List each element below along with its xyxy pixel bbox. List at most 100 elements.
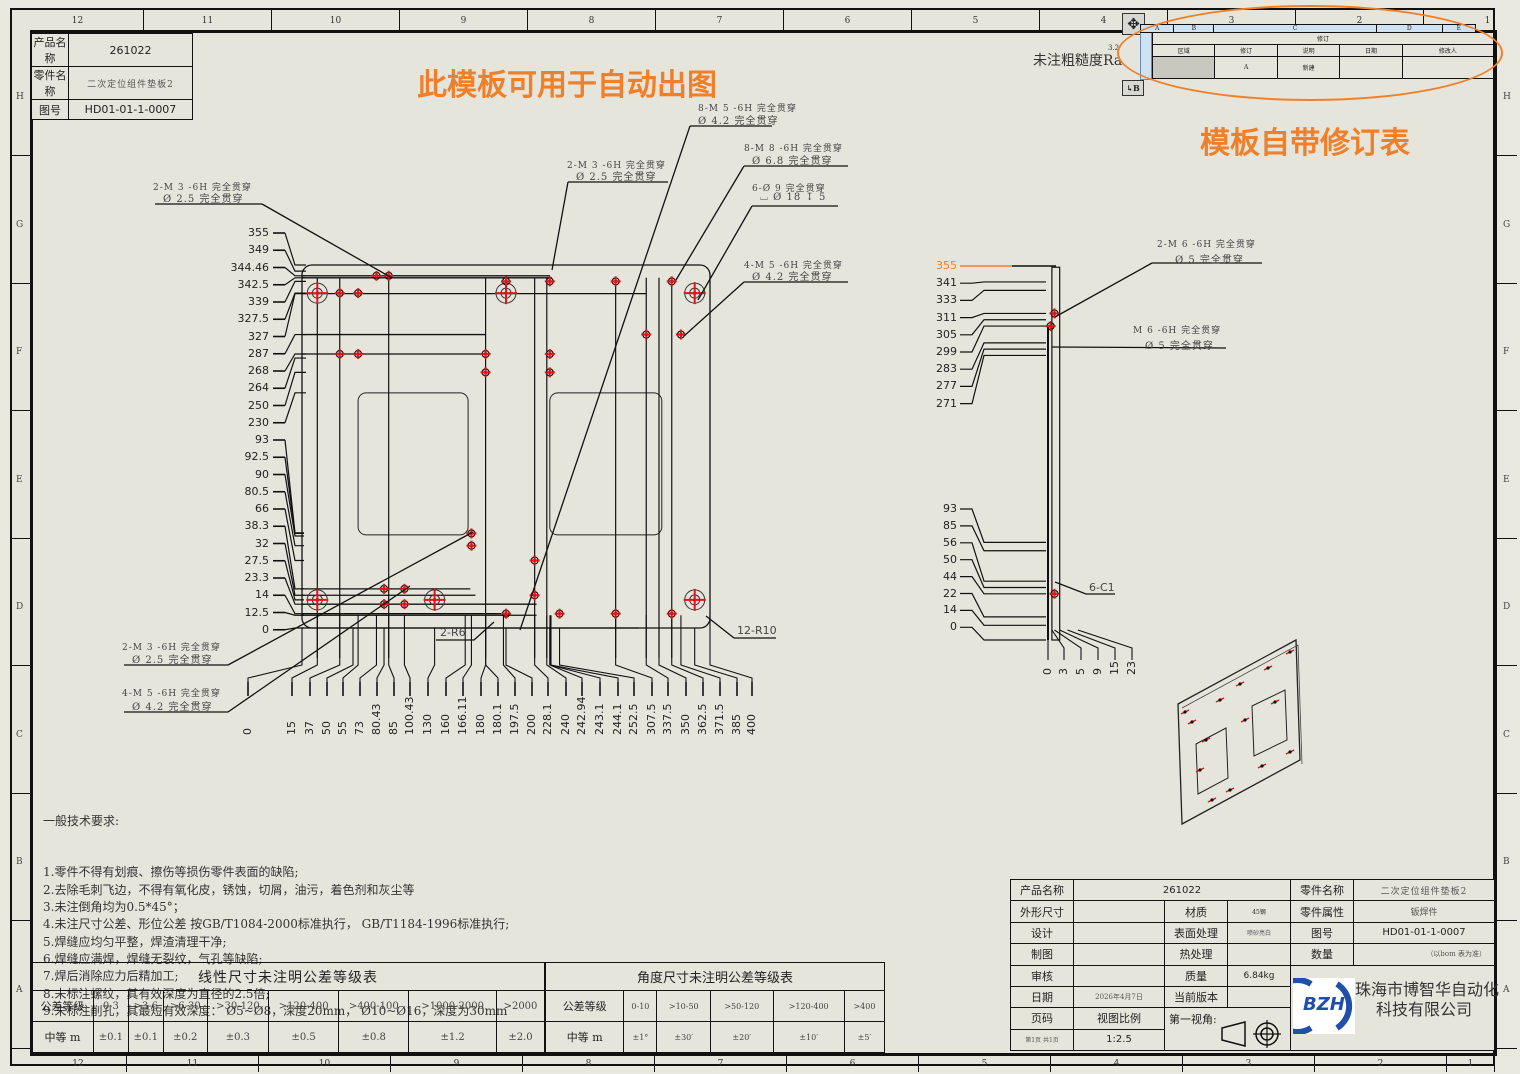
dimension-label-x: 242.94	[575, 696, 588, 736]
dimension-leader	[342, 615, 359, 682]
zone-divider	[1497, 920, 1517, 921]
dimension-leader	[960, 575, 1046, 595]
radius-label: 12-R10	[737, 624, 777, 637]
dimension-leader	[680, 615, 721, 682]
revision-highlight-ellipse	[1117, 5, 1503, 101]
dimension-leader	[284, 594, 304, 615]
isometric-hole	[1266, 666, 1270, 670]
hole-center-dot	[669, 611, 674, 616]
dimension-leader	[284, 439, 304, 534]
isometric-hole	[1228, 788, 1232, 792]
tb-label: 表面处理	[1164, 921, 1228, 945]
zone-row-label: B	[1503, 857, 1510, 867]
zone-divider	[1497, 155, 1517, 156]
zone-column-label: 11	[144, 10, 272, 30]
dimension-leader	[960, 609, 1046, 626]
side-callout-line1: 2-M 6 -6H 完全贯穿	[1157, 240, 1256, 250]
side-dimension-label-y: 305	[936, 327, 957, 341]
tech-requirement-item: 1.零件不得有划痕、擦伤等损伤零件表面的缺陷;	[43, 865, 299, 880]
dimension-label-y: 287	[248, 346, 269, 360]
tb-label: 设计	[1010, 921, 1074, 945]
info-label: 图号	[31, 99, 69, 120]
dimension-label-x: 0	[241, 728, 254, 735]
tolerance-range: >30-120	[206, 990, 270, 1022]
hole-center-dot	[504, 611, 508, 616]
tb-label: 数量	[1290, 943, 1354, 966]
tolerance-value: ±20′	[710, 1021, 774, 1053]
tb-drawing-no: HD01-01-1-0007	[1353, 921, 1495, 945]
tolerance-row-label: 中等 m	[544, 1021, 625, 1053]
hole-callout-line2: Ø 2.5 完全贯穿	[132, 655, 213, 666]
info-label: 产品名称	[31, 33, 69, 67]
zone-column-label: 6	[784, 10, 912, 30]
dimension-label-x: 243.1	[593, 703, 606, 736]
hole-center-dot	[679, 332, 683, 337]
hole-center-dot	[374, 273, 379, 278]
callout-leader	[697, 205, 838, 301]
tb-label: 图号	[1290, 921, 1354, 945]
callout-leader	[124, 585, 411, 713]
hole-center-dot	[504, 279, 508, 284]
zone-row-label: D	[16, 602, 24, 612]
tolerance-grade-label: 公差等级	[544, 990, 625, 1022]
dimension-leader	[284, 371, 306, 406]
side-dimension-label-y: 333	[936, 293, 957, 307]
zone-divider	[1497, 665, 1517, 666]
zone-column-label: 10	[259, 1056, 391, 1072]
isometric-hole	[1183, 710, 1187, 714]
dimension-leader	[359, 615, 378, 682]
dimension-leader	[284, 543, 304, 596]
dimension-label-x: 15	[285, 721, 298, 735]
tolerance-range: >6-30	[162, 990, 208, 1022]
zone-divider	[10, 410, 30, 411]
zone-column-label: 7	[656, 10, 784, 30]
part-outline-side	[1051, 266, 1061, 641]
dimension-leader	[388, 615, 395, 682]
side-dimension-label-y: 56	[943, 535, 957, 549]
dimension-leader	[960, 354, 1046, 405]
dimension-leader	[960, 319, 1046, 336]
zone-column-label: 8	[523, 1056, 655, 1072]
tb-date: 2026年4月7日	[1073, 985, 1165, 1009]
dimension-label-y: 264	[248, 381, 269, 395]
dimension-leader	[960, 325, 1046, 353]
table-anchor-icon[interactable]: ↳B	[1122, 80, 1144, 96]
tolerance-range: >120-400	[772, 990, 845, 1022]
inner-frame	[30, 30, 1497, 1056]
side-dimension-label-y: 14	[943, 603, 957, 617]
tolerance-range: >3-6	[127, 990, 164, 1022]
zone-column-label: 4	[1051, 1056, 1183, 1072]
zone-divider	[1497, 1047, 1517, 1049]
dimension-leader	[284, 280, 306, 303]
roughness-value: 3.2	[1108, 44, 1120, 52]
zone-row-label: A	[1503, 984, 1510, 995]
hole-callout-line2: ⌴ Ø 18 ↧ 5	[760, 192, 827, 203]
hole-callout-line2: Ø 4.2 完全贯穿	[698, 116, 779, 127]
isometric-cutout-right	[1251, 689, 1288, 757]
dimension-leader	[1059, 629, 1099, 660]
tolerance-value: ±0.1	[127, 1021, 164, 1053]
isometric-hole	[1260, 764, 1264, 768]
tb-product-name: 261022	[1073, 878, 1291, 902]
side-callout-line2: Ø 5 完全贯穿	[1175, 255, 1244, 266]
dimension-leader	[326, 628, 354, 682]
zone-row-label: H	[16, 92, 24, 102]
dimension-label-x: 400	[745, 714, 758, 735]
radius-label: 2-R6	[440, 626, 466, 639]
zone-column-label: 10	[272, 10, 400, 30]
zone-column-label: 12	[30, 1056, 127, 1072]
dimension-label-x: 350	[679, 714, 692, 735]
hole-center-dot	[557, 611, 562, 616]
info-value: HD01-01-1-0007	[68, 99, 193, 120]
tb-label: 当前版本	[1164, 985, 1228, 1009]
callout-leader	[1054, 262, 1262, 318]
tolerance-value: ±1.2	[408, 1021, 497, 1053]
tolerance-row-label: 中等 m	[31, 1021, 94, 1053]
dimension-leader	[284, 577, 304, 605]
tolerance-range: >120-400	[268, 990, 340, 1022]
first-angle-projection-icon	[1221, 1020, 1281, 1049]
projection-label: 第一视角:	[1169, 1013, 1217, 1027]
tolerance-value: ±0.1	[92, 1021, 129, 1053]
